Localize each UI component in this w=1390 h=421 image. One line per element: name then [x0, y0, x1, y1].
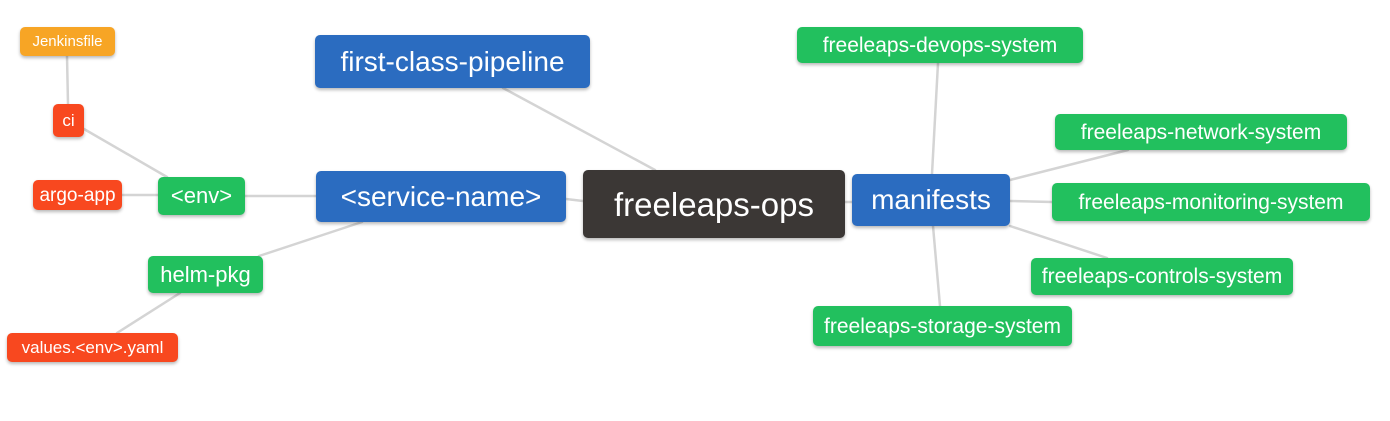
node-first-class-pipeline[interactable]: first-class-pipeline: [315, 35, 590, 88]
edge-helm-pkg-values-env-yaml: [115, 291, 182, 335]
node-freeleaps-ops[interactable]: freeleaps-ops: [583, 170, 845, 238]
node-jenkinsfile[interactable]: Jenkinsfile: [20, 27, 115, 56]
node-helm-pkg[interactable]: helm-pkg: [148, 256, 263, 293]
edge-manifests-freeleaps-monitoring-system: [1008, 199, 1054, 204]
node-env[interactable]: <env>: [158, 177, 245, 215]
edge-manifests-freeleaps-storage-system: [931, 224, 942, 308]
edge-manifests-freeleaps-network-system: [1008, 148, 1130, 182]
edge-service-name-freeleaps-ops: [564, 197, 585, 203]
edge-first-class-pipeline-freeleaps-ops: [501, 86, 657, 172]
node-freeleaps-storage-system[interactable]: freeleaps-storage-system: [813, 306, 1072, 346]
node-freeleaps-network-system[interactable]: freeleaps-network-system: [1055, 114, 1347, 150]
node-service-name[interactable]: <service-name>: [316, 171, 566, 222]
node-freeleaps-devops-system[interactable]: freeleaps-devops-system: [797, 27, 1083, 63]
node-argo-app[interactable]: argo-app: [33, 180, 122, 210]
node-freeleaps-monitoring-system[interactable]: freeleaps-monitoring-system: [1052, 183, 1370, 221]
edge-manifests-freeleaps-devops-system: [930, 61, 940, 176]
node-freeleaps-controls-system[interactable]: freeleaps-controls-system: [1031, 258, 1293, 295]
edge-manifests-freeleaps-controls-system: [1008, 224, 1109, 260]
node-ci[interactable]: ci: [53, 104, 84, 137]
edge-ci-env: [82, 127, 169, 179]
edge-service-name-helm-pkg: [257, 220, 364, 258]
edge-jenkinsfile-ci: [65, 54, 70, 106]
node-values-env-yaml[interactable]: values.<env>.yaml: [7, 333, 178, 362]
node-manifests[interactable]: manifests: [852, 174, 1010, 226]
